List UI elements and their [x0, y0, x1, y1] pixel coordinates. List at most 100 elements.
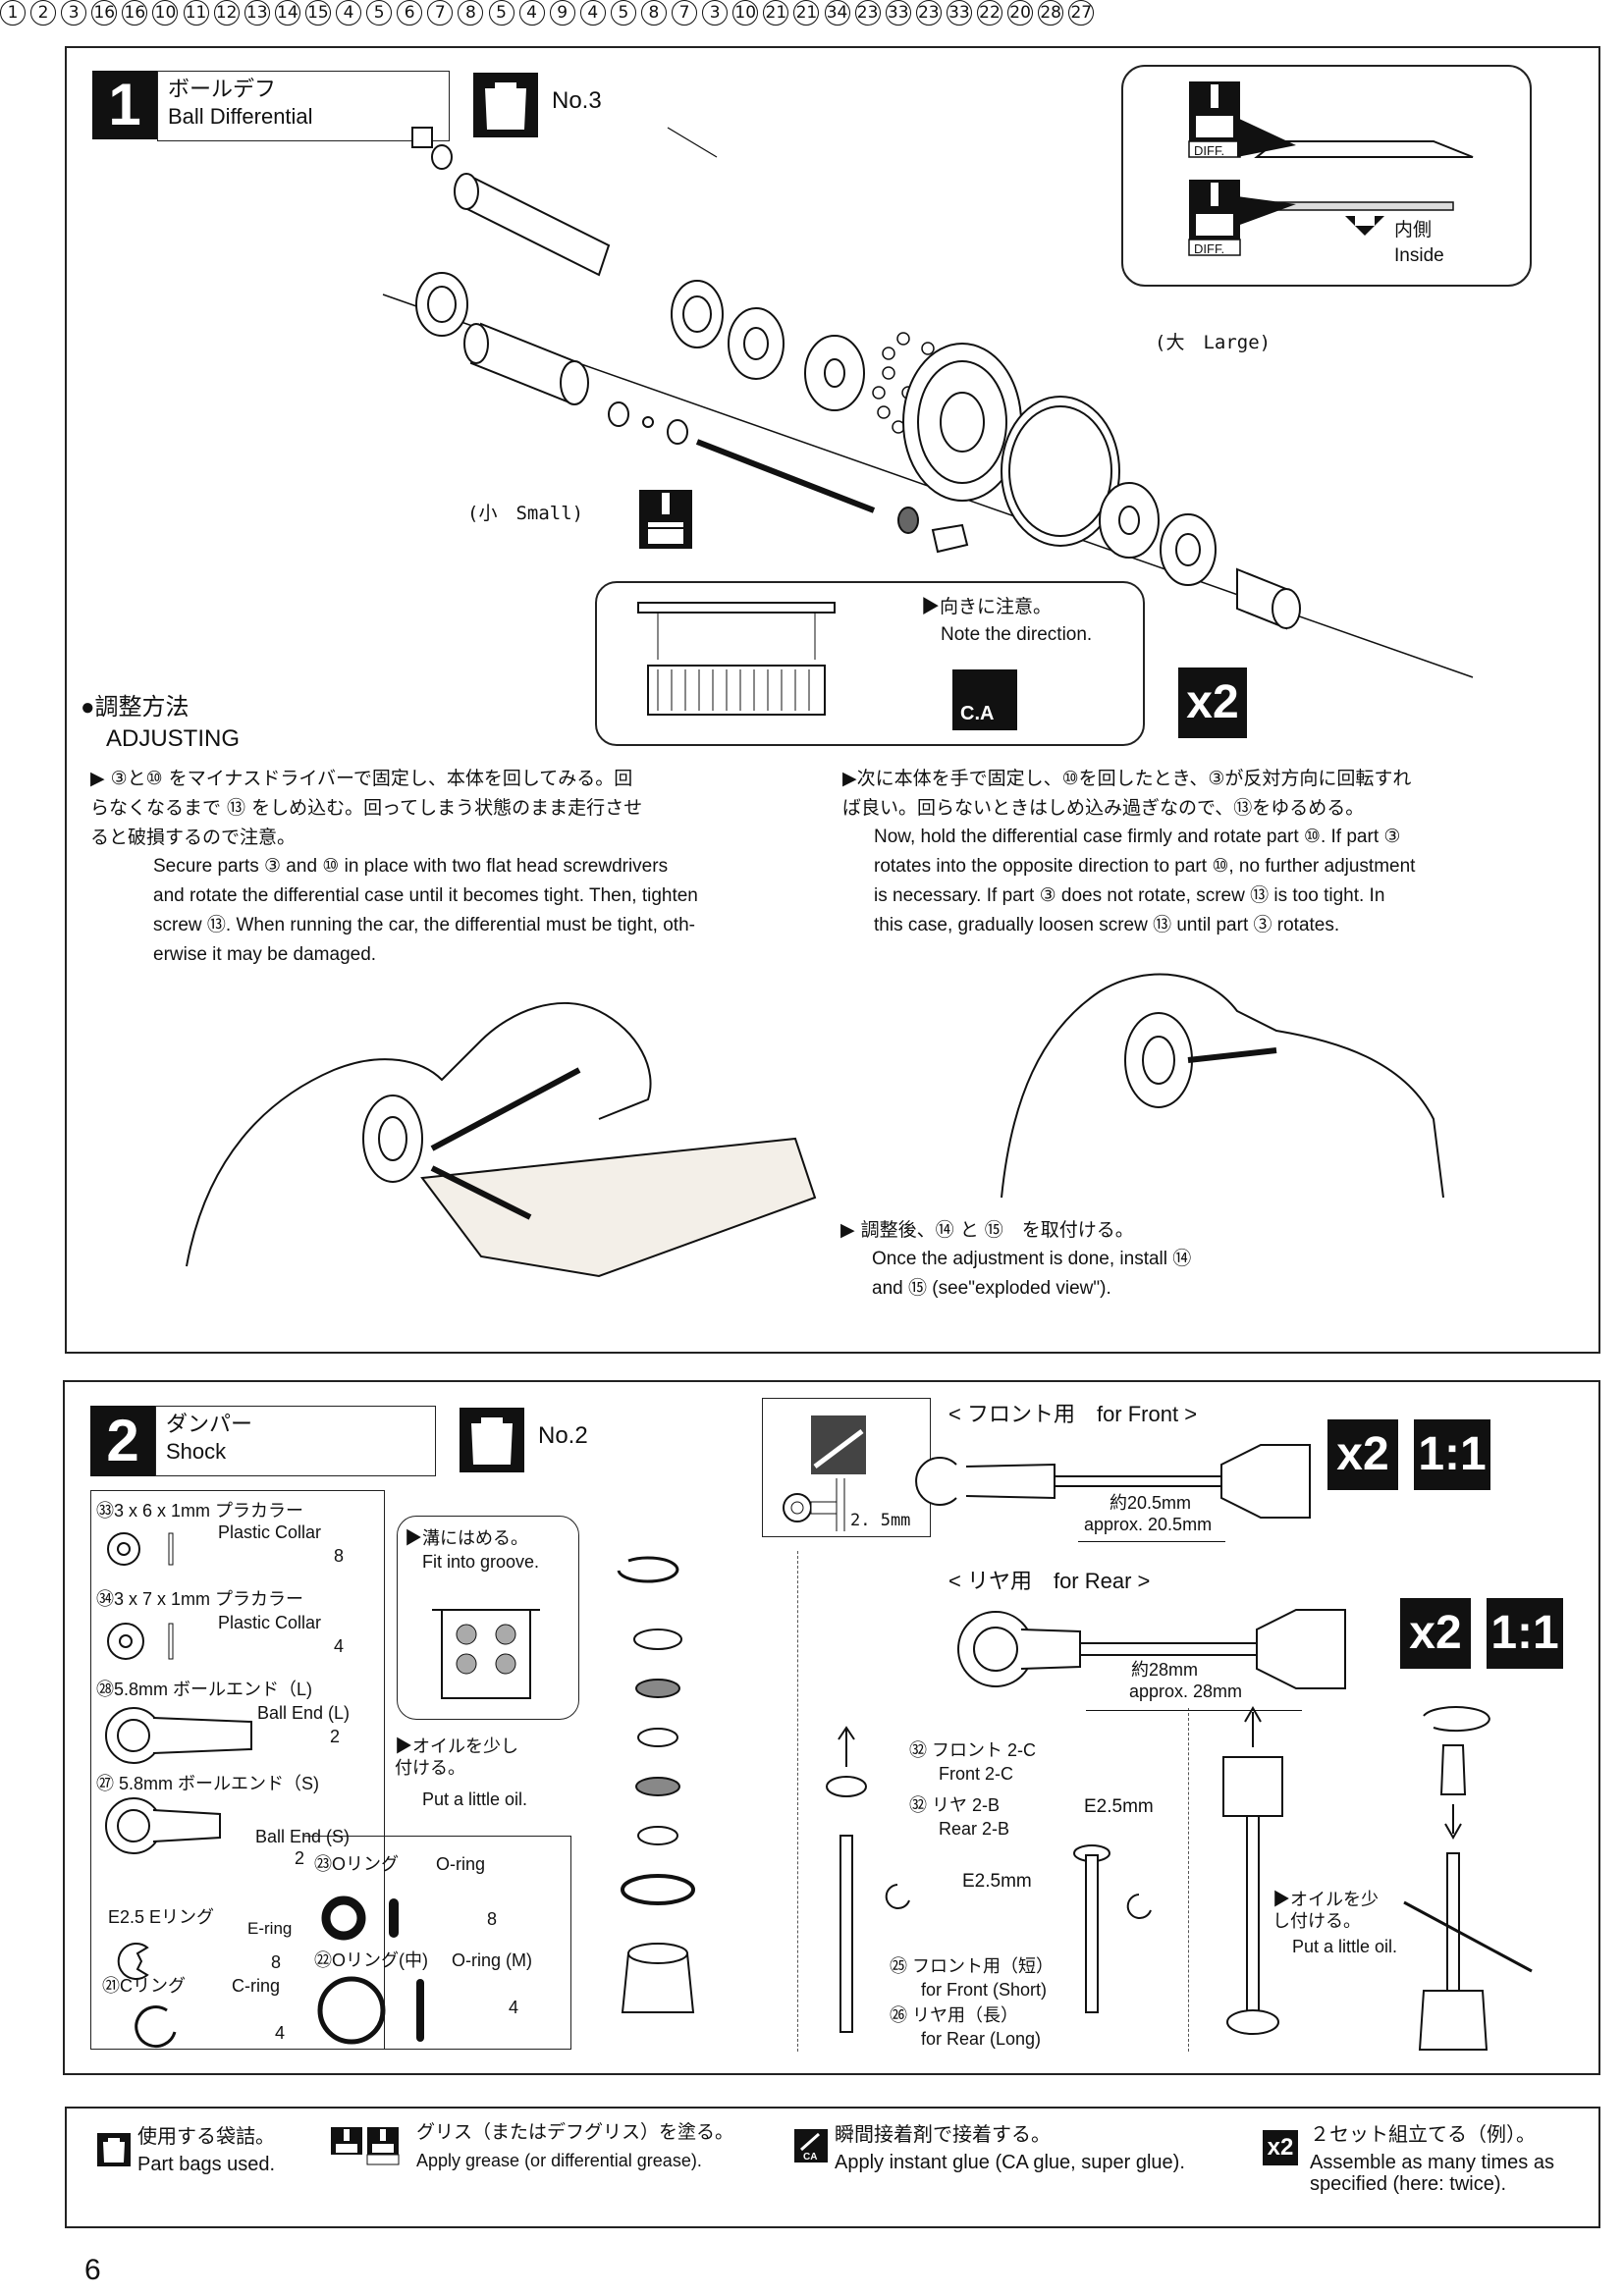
legend-x2-jp: ２セット組立てる（例）。: [1310, 2124, 1536, 2146]
separator-2: [1188, 1708, 1189, 2052]
front-rod-drawing: [915, 1444, 1311, 1519]
bag-icon-2: [460, 1408, 524, 1472]
part-oring-m-jp: ㉒Oリング(中): [314, 1950, 428, 1970]
callout-5c: 5: [610, 0, 636, 26]
groove-diagram: [432, 1609, 540, 1699]
callout-15: 15: [304, 0, 331, 26]
grease-icon: [639, 490, 692, 549]
callout-22: 22: [977, 0, 1002, 26]
legend-bag-jp: 使用する袋詰。: [137, 2126, 275, 2148]
callout-10: 10: [152, 0, 179, 26]
front-title: < フロント用 for Front >: [948, 1402, 1198, 1426]
step1-number: 1: [92, 71, 157, 139]
part-27-qty: 2: [295, 1848, 305, 1868]
oring-m-icon: [317, 1976, 424, 2045]
eclip-label-a: E2.5mm: [1084, 1796, 1154, 1817]
gap-inset-diagram: [783, 1415, 866, 1531]
page-number: 6: [84, 2254, 101, 2286]
legend-x2-en: Assemble as many times as specified (her…: [1310, 2152, 1554, 2195]
part-33-jp: ㉝3 x 6 x 1mm プラカラー: [96, 1501, 304, 1521]
callout-33b: 33: [946, 0, 972, 26]
part-oring-en: O-ring: [436, 1854, 486, 1874]
step1-title: ボールデフ Ball Differential: [157, 71, 450, 141]
grease-diff-icon-b: [1188, 180, 1241, 256]
part-oring-m-en: O-ring (M): [452, 1950, 532, 1970]
part-cring-en: C-ring: [232, 1976, 281, 1996]
step2-title-en: Shock: [166, 1439, 227, 1464]
rear2b-jp: ㉜ リヤ 2-B: [909, 1795, 1001, 1815]
eclip-icon: [117, 1943, 149, 1980]
small-label: (小 Small): [467, 503, 584, 524]
part-34-jp: ㉞3 x 7 x 1mm プラカラー: [96, 1589, 304, 1609]
legend-ca-icon: CA: [794, 2129, 828, 2163]
groove-callout-box: [397, 1516, 579, 1720]
legend-grease-en: Apply grease (or differential grease).: [416, 2151, 702, 2170]
front-short-jp: ㉕ フロント用（短）: [890, 1956, 1055, 1976]
separator-1: [797, 1551, 798, 2052]
step1-title-jp: ボールデフ: [168, 77, 277, 101]
oring-icon: [321, 1896, 399, 1941]
after-adjust-en: Once the adjustment is done, install ⑭ a…: [872, 1249, 1192, 1299]
callout-5a: 5: [366, 0, 393, 26]
callout-16b: 16: [122, 0, 148, 26]
adjust-hands-right: [1001, 973, 1444, 1199]
oil2-jp: ▶オイルを少 し付ける。: [1272, 1890, 1379, 1931]
inside-en: Inside: [1394, 245, 1444, 266]
ballend-l-icon: [105, 1707, 252, 1764]
part-eclip-jp: E2.5 Eリング: [108, 1907, 215, 1927]
adjust-hands-left: [186, 1002, 817, 1278]
cring-icon: [135, 2005, 177, 2049]
rear-long-jp: ㉖ リヤ用（長）: [890, 2005, 1019, 2025]
rear-len-jp: 約28mm: [1131, 1660, 1199, 1680]
adjust-left-jp: ▶ ③と⑩ をマイナスドライバーで固定し、本体を回してみる。回 らなくなるまで …: [90, 768, 643, 848]
step1-frame: [65, 46, 1600, 1354]
rear-long-en: for Rear (Long): [921, 2029, 1042, 2049]
front-dimension-line: [1078, 1541, 1225, 1542]
callout-23b: 23: [915, 0, 942, 26]
front-short-en: for Front (Short): [921, 1980, 1048, 2000]
adjust-right-en: Now, hold the differential case firmly a…: [874, 827, 1416, 935]
direction-callout-box: [595, 581, 1145, 746]
callout-28: 28: [1038, 0, 1064, 26]
callout-16a: 16: [91, 0, 118, 26]
detail-parts: [1237, 118, 1474, 236]
detail-callout-box: [1121, 65, 1532, 287]
rear-rod-drawing: [957, 1609, 1346, 1689]
svg-text:CA: CA: [803, 2152, 817, 2163]
callout-21-box: 21: [763, 0, 789, 26]
ca-glue-icon: C.A: [952, 669, 1017, 730]
callout-23a: 23: [854, 0, 881, 26]
front2c-en: Front 2-C: [939, 1764, 1014, 1784]
scale-badge-rear: 1:1: [1487, 1598, 1563, 1669]
grease-diff-icon-a: [1188, 81, 1241, 158]
callout-21: 21: [793, 0, 820, 26]
callout-34: 34: [824, 0, 850, 26]
adjust-left-en: Secure parts ③ and ⑩ in place with two f…: [153, 856, 698, 965]
part-28-qty: 2: [330, 1727, 341, 1746]
legend-bag-en: Part bags used.: [137, 2154, 276, 2175]
callout-7: 7: [427, 0, 454, 26]
diff-label-a: DIFF.: [1194, 143, 1225, 158]
x2-badge-front: x2: [1327, 1419, 1398, 1490]
ballend-attach-drawing: [1403, 1706, 1533, 2051]
callout-4b: 4: [518, 0, 545, 26]
callout-13: 13: [244, 0, 270, 26]
x2-badge-step1: x2: [1178, 667, 1247, 738]
part-33-qty: 8: [334, 1546, 345, 1566]
direction-jp: ▶向きに注意。: [921, 597, 1053, 617]
callout-4c: 4: [579, 0, 606, 26]
callout-10-left: 10: [732, 0, 759, 26]
callout-5b: 5: [488, 0, 514, 26]
legend-x2-icon: x2: [1263, 2130, 1298, 2165]
parts-list-box: [90, 1490, 385, 2050]
inside-jp: 内側: [1394, 220, 1433, 240]
callout-2: 2: [30, 0, 57, 26]
scale-badge-front: 1:1: [1414, 1419, 1490, 1490]
shock-stack: [617, 1556, 695, 2013]
legend-bag-icon: [97, 2133, 131, 2166]
part-27-en: Ball End (S): [255, 1827, 351, 1846]
callout-3-left: 3: [702, 0, 729, 26]
callout-33a: 33: [885, 0, 911, 26]
callout-11: 11: [183, 0, 209, 26]
part-eclip-qty: 8: [271, 1952, 282, 1972]
